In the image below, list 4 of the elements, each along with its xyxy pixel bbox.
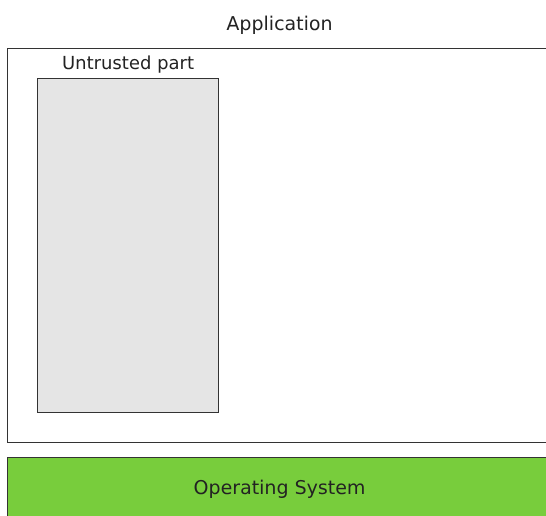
operating-system-box [7,457,546,516]
node-label: Operating System [194,477,366,499]
node-label: Untrusted part [62,53,194,74]
node-label: Application [226,13,333,35]
